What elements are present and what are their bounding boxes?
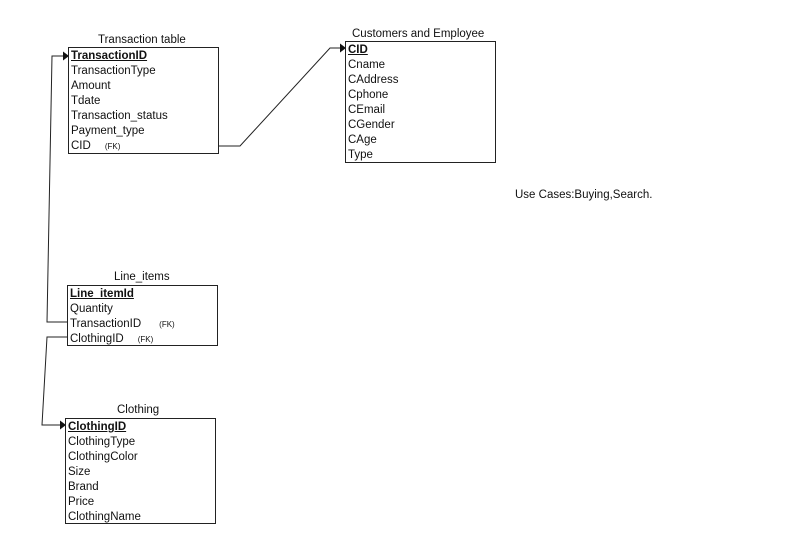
fk-tag: (FK) bbox=[104, 142, 121, 151]
connector-lineitems-to-clothing bbox=[41, 336, 68, 426]
line-items-fk-row: TransactionID (FK) bbox=[70, 317, 217, 332]
use-cases-note: Use Cases:Buying,Search. bbox=[515, 189, 653, 201]
transaction-field: Amount bbox=[71, 80, 111, 92]
fk-tag: (FK) bbox=[159, 320, 175, 329]
connector-lineitems-to-transaction bbox=[46, 55, 68, 323]
line-items-table-title: Line_items bbox=[114, 271, 170, 283]
customers-field: CEmail bbox=[348, 104, 386, 116]
transaction-field: Tdate bbox=[71, 95, 101, 107]
clothing-pk: ClothingID bbox=[68, 421, 127, 433]
line-items-field: Quantity bbox=[70, 303, 113, 315]
line-items-pk: Line_itemId bbox=[70, 288, 134, 300]
clothing-field: ClothingColor bbox=[68, 451, 138, 463]
clothing-field: Price bbox=[68, 496, 95, 508]
line-items-fk-field: TransactionID bbox=[70, 318, 142, 330]
customers-table[interactable]: CID Cname CAddress Cphone CEmail CGender… bbox=[345, 41, 496, 163]
transaction-field: Payment_type bbox=[71, 125, 145, 137]
arrowhead-clothing bbox=[60, 420, 66, 430]
clothing-table-title: Clothing bbox=[117, 404, 160, 416]
arrowhead-customers bbox=[340, 43, 346, 53]
transaction-fk-field: CID bbox=[71, 140, 91, 152]
customers-field: Cname bbox=[348, 59, 386, 71]
transaction-field: TransactionType bbox=[71, 65, 156, 77]
line-items-fk-row: ClothingID (FK) bbox=[70, 332, 217, 347]
customers-pk: CID bbox=[348, 44, 368, 56]
transaction-table[interactable]: TransactionID TransactionType Amount Tda… bbox=[68, 47, 219, 154]
line-items-table[interactable]: Line_itemId Quantity TransactionID (FK) C… bbox=[67, 285, 218, 346]
customers-field: Type bbox=[348, 149, 373, 161]
clothing-field: ClothingName bbox=[68, 511, 141, 523]
transaction-fk-row: CID (FK) bbox=[71, 139, 218, 154]
clothing-field: Brand bbox=[68, 481, 99, 493]
customers-field: CAge bbox=[348, 134, 377, 146]
arrowhead-transaction bbox=[63, 51, 69, 61]
clothing-field: Size bbox=[68, 466, 91, 478]
line-items-fk-field: ClothingID bbox=[70, 333, 124, 345]
connector-transaction-to-customers bbox=[218, 47, 341, 147]
customers-field: Cphone bbox=[348, 89, 389, 101]
transaction-table-title: Transaction table bbox=[98, 34, 186, 46]
customers-field: CGender bbox=[348, 119, 395, 131]
customers-table-title: Customers and Employee bbox=[352, 28, 485, 40]
clothing-field: ClothingType bbox=[68, 436, 136, 448]
fk-tag: (FK) bbox=[137, 335, 154, 344]
customers-field: CAddress bbox=[348, 74, 399, 86]
transaction-field: Transaction_status bbox=[71, 110, 168, 122]
transaction-pk: TransactionID bbox=[71, 50, 148, 62]
clothing-table[interactable]: ClothingID ClothingType ClothingColor Si… bbox=[65, 418, 216, 524]
